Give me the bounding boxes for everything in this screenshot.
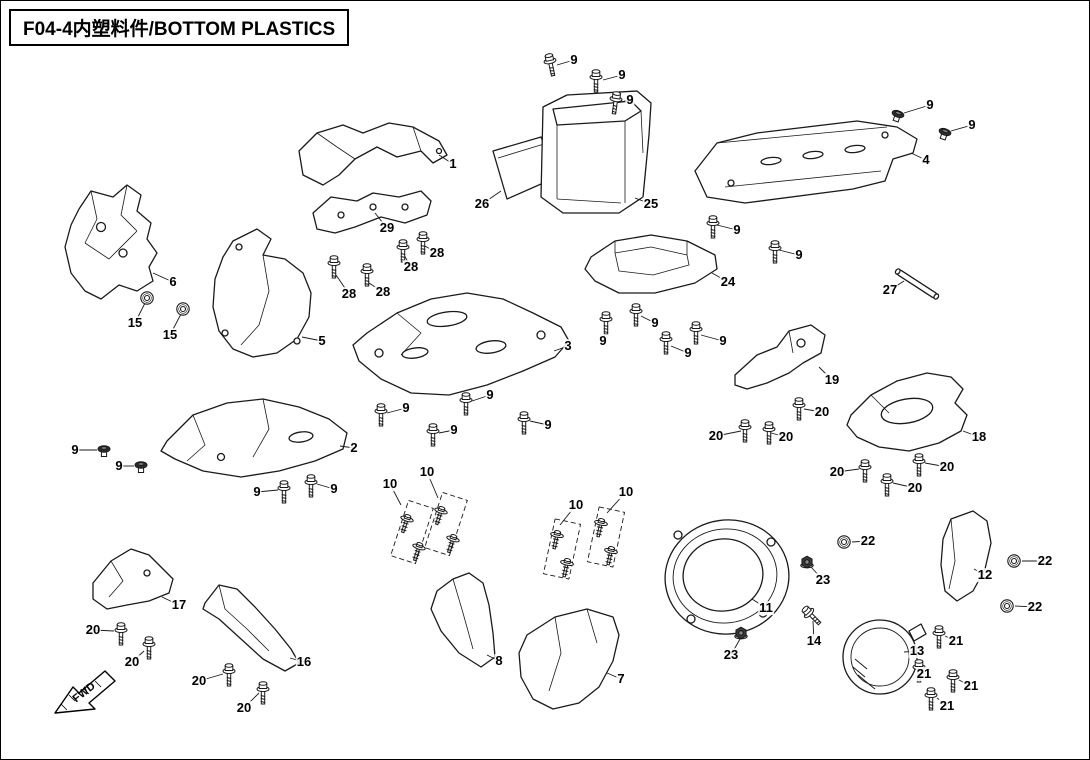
bolt-icon	[689, 321, 703, 345]
bolt-icon	[222, 663, 236, 687]
clip-icon	[395, 512, 416, 535]
part-19-rear-bracket	[734, 324, 826, 390]
bolt-icon	[932, 625, 946, 649]
part-13-round-cap	[842, 619, 927, 695]
part-29-mount-bracket	[312, 190, 432, 234]
part-17-small-bracket	[92, 548, 174, 610]
part-2-lower-skid-plate	[160, 398, 348, 478]
bolt-icon	[459, 392, 473, 416]
plug-icon	[97, 445, 111, 457]
bolt-icon	[142, 636, 156, 660]
bolt-icon	[880, 473, 894, 497]
part-5-side-panel	[212, 228, 312, 358]
bolt-icon	[792, 397, 806, 421]
grommet-icon	[140, 291, 154, 305]
bolt-icon	[858, 459, 872, 483]
bolt-icon	[599, 311, 613, 335]
clip-icon	[557, 556, 575, 579]
clip-icon	[407, 540, 428, 563]
part-18-rear-guard	[846, 372, 968, 452]
bolt-icon	[277, 480, 291, 504]
plug-icon	[134, 461, 148, 473]
part-4-upper-skid-plate	[694, 120, 918, 204]
plug-icon	[889, 108, 906, 124]
fwd-arrow: FWD	[54, 670, 116, 714]
grommet-icon	[1007, 554, 1021, 568]
clip-icon	[601, 544, 619, 567]
bolt-icon	[799, 603, 825, 629]
clip-icon	[547, 528, 565, 551]
bolt-icon	[426, 423, 440, 447]
bolt-icon	[517, 411, 531, 435]
bolt-icon	[629, 303, 643, 327]
grommet-icon	[176, 302, 190, 316]
part-7-lower-panel	[518, 608, 620, 710]
bolt-icon	[762, 421, 776, 445]
bolt-icon	[304, 474, 318, 498]
clip-icon	[441, 532, 462, 555]
bolt-icon	[706, 215, 720, 239]
bolt-icon	[114, 622, 128, 646]
bolt-icon	[924, 687, 938, 711]
grommet-icon	[1000, 599, 1014, 613]
bolt-icon	[360, 263, 374, 287]
part-8-corner-panel	[430, 572, 496, 668]
bolt-icon	[396, 239, 410, 263]
page-title: F04-4内塑料件/BOTTOM PLASTICS	[9, 9, 350, 46]
part-25-storage-box	[540, 90, 652, 214]
part-12-side-cover	[940, 510, 992, 602]
nut-icon	[800, 555, 814, 569]
part-27-link-rod	[894, 268, 940, 300]
part-16-side-strip	[202, 584, 300, 672]
clip-icon	[591, 516, 609, 539]
bolt-icon	[542, 52, 560, 78]
bolt-icon	[589, 69, 603, 93]
bolt-icon	[912, 453, 926, 477]
bolt-icon	[659, 331, 673, 355]
bolt-icon	[374, 403, 388, 427]
bolt-icon	[416, 231, 430, 255]
grommet-icon	[837, 535, 851, 549]
part-24-middle-plate	[584, 234, 718, 294]
part-11-ring-housing	[664, 519, 790, 635]
plug-icon	[936, 126, 953, 142]
clip-kit-boxes	[390, 491, 625, 580]
part-3-center-skid-plate	[352, 292, 570, 396]
part-6-front-bracket	[64, 184, 158, 300]
bolt-icon	[327, 255, 341, 279]
bolt-icon	[768, 240, 782, 264]
part-1-top-bracket	[298, 122, 448, 186]
bolt-icon	[946, 669, 960, 693]
